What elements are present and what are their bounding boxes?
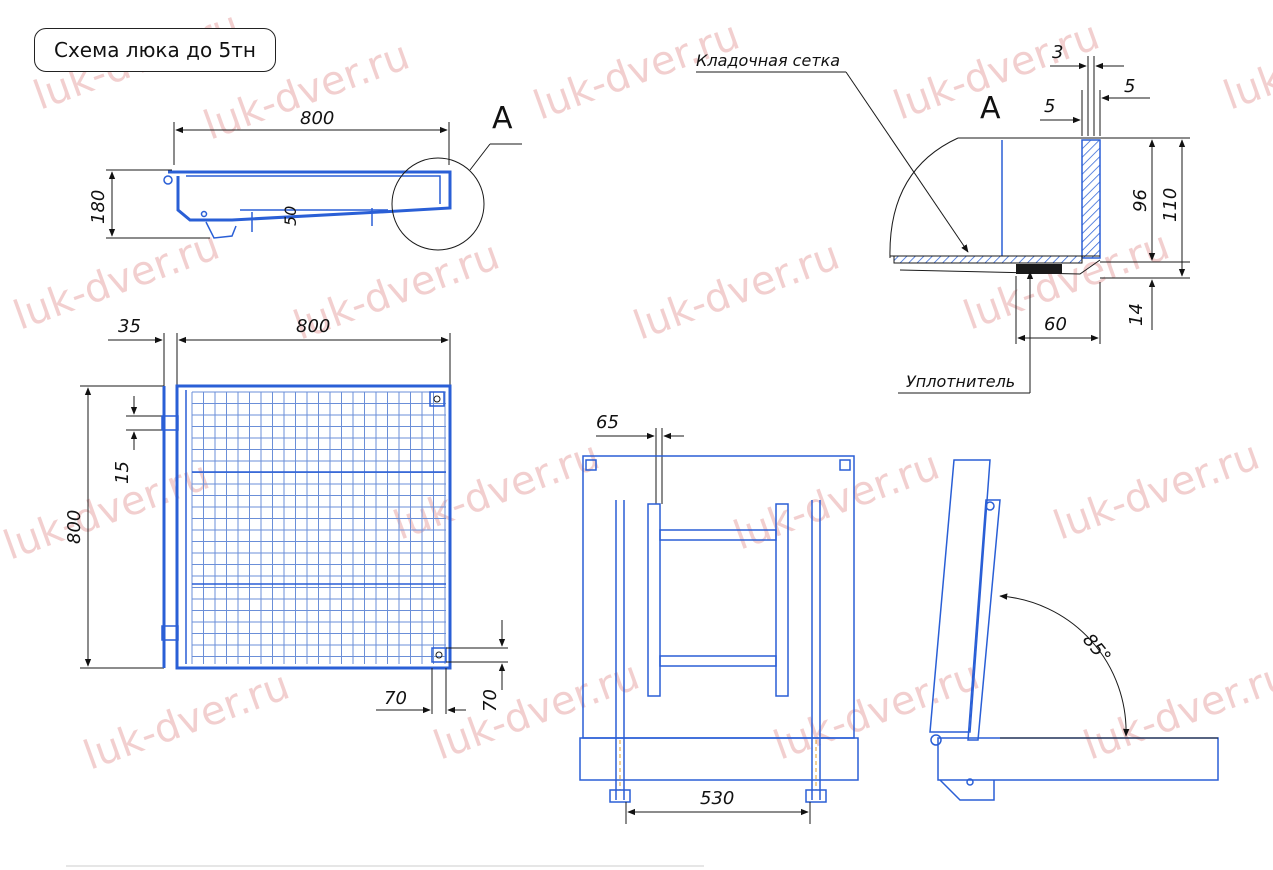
plan-view: 35 800 800 15 70 70 bbox=[64, 316, 508, 714]
dim-50: 50 bbox=[281, 206, 300, 226]
svg-text:luk-dver.ru: luk-dver.ru bbox=[388, 433, 606, 550]
svg-text:luk-dver.ru: luk-dver.ru bbox=[0, 453, 215, 570]
callout-a-top: A bbox=[492, 101, 513, 136]
detail-a: A Кладочная сетка Уплотнитель 3 5 5 bbox=[696, 42, 1190, 394]
dim-800-top: 800 bbox=[300, 108, 334, 129]
dim-65: 65 bbox=[596, 412, 619, 433]
svg-text:luk-dver.ru: luk-dver.ru bbox=[1078, 653, 1273, 770]
dim-800-plan-width: 800 bbox=[296, 316, 330, 337]
page-title: Схема люка до 5тн bbox=[34, 28, 276, 72]
svg-text:luk-dver.ru: luk-dver.ru bbox=[728, 443, 946, 560]
angle-85: 85° bbox=[1078, 630, 1115, 668]
svg-text:luk-dver.ru: luk-dver.ru bbox=[428, 653, 646, 770]
section-view: 800 180 50 A bbox=[88, 101, 522, 251]
front-view: 65 530 bbox=[579, 412, 859, 824]
dim-70-x: 70 bbox=[384, 688, 407, 709]
svg-text:luk-dver.ru: luk-dver.ru bbox=[768, 653, 986, 770]
dim-70-y: 70 bbox=[480, 689, 501, 712]
svg-text:luk-dver.ru: luk-dver.ru bbox=[528, 13, 746, 130]
dim-96: 96 bbox=[1130, 189, 1151, 212]
dim-15: 15 bbox=[112, 461, 133, 484]
mesh-grid bbox=[191, 391, 446, 664]
dim-110: 110 bbox=[1160, 188, 1181, 222]
callout-a-detail: A bbox=[980, 91, 1001, 126]
dim-5-left: 5 bbox=[1044, 96, 1055, 117]
dim-530: 530 bbox=[700, 788, 734, 809]
dim-3: 3 bbox=[1052, 42, 1063, 63]
dim-14: 14 bbox=[1126, 303, 1147, 326]
svg-text:luk-dver.ru: luk-dver.ru bbox=[1218, 3, 1273, 120]
dim-35: 35 bbox=[118, 316, 141, 337]
svg-text:luk-dver.ru: luk-dver.ru bbox=[78, 663, 296, 780]
svg-text:luk-dver.ru: luk-dver.ru bbox=[8, 223, 226, 340]
dim-60: 60 bbox=[1044, 314, 1067, 335]
label-mesh: Кладочная сетка bbox=[696, 51, 840, 70]
dim-800-plan-height: 800 bbox=[64, 510, 85, 544]
svg-text:luk-dver.ru: luk-dver.ru bbox=[1048, 433, 1266, 550]
label-seal: Уплотнитель bbox=[906, 372, 1015, 391]
dim-5-right: 5 bbox=[1124, 76, 1135, 97]
dim-180: 180 bbox=[88, 190, 109, 224]
svg-text:luk-dver.ru: luk-dver.ru bbox=[628, 233, 846, 350]
